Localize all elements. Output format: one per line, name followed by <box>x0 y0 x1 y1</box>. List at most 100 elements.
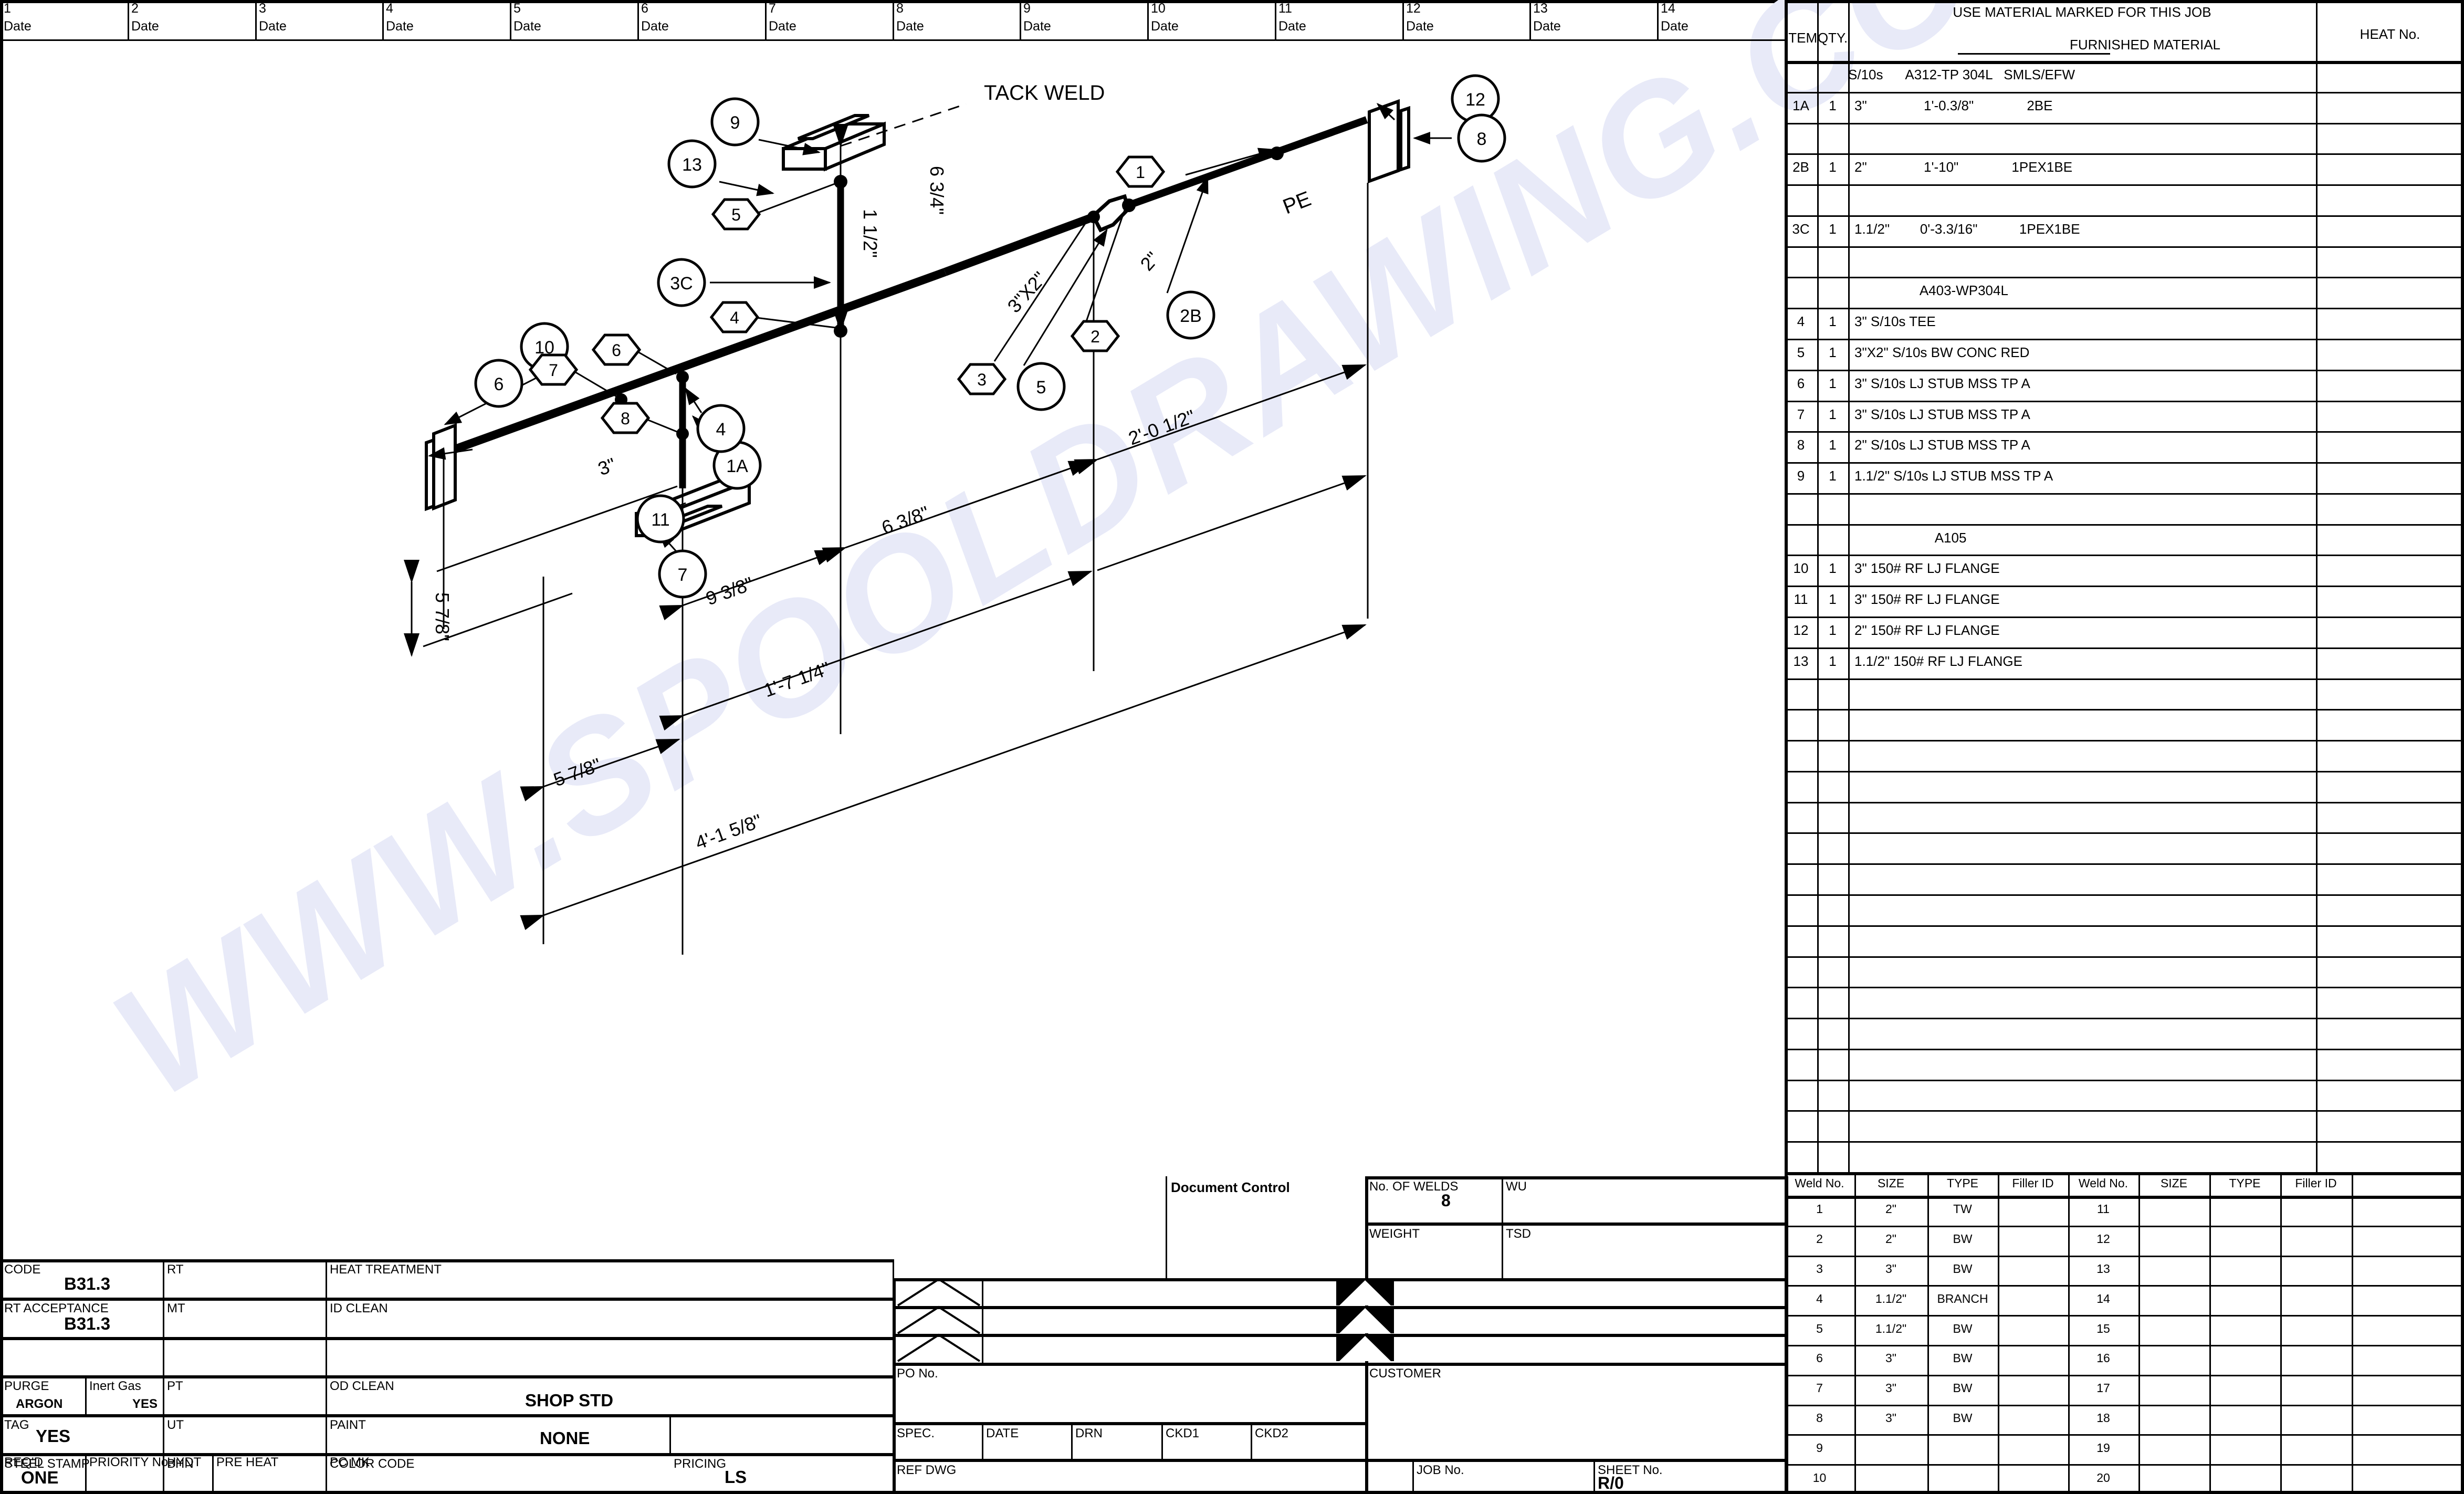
bom-row[interactable] <box>1785 894 2464 925</box>
weld-cell[interactable]: 18 <box>2096 1411 2110 1425</box>
revision-divider <box>1275 0 1276 41</box>
bom-row[interactable] <box>1785 1110 2464 1141</box>
weld-cell[interactable]: 4 <box>1816 1292 1823 1305</box>
weld-cell[interactable]: 2" <box>1885 1232 1896 1246</box>
balloon-6-label: 6 <box>494 374 504 394</box>
revision-date-label: Date <box>4 19 32 34</box>
bom-row[interactable]: A105 <box>1785 524 2464 555</box>
bom-row[interactable] <box>1785 493 2464 524</box>
weld-cell[interactable]: TW <box>1953 1202 1972 1216</box>
weld-cell[interactable]: BW <box>1953 1322 1973 1335</box>
weld-cell[interactable]: 20 <box>2096 1471 2110 1485</box>
weld-cell[interactable]: 1 <box>1816 1202 1823 1216</box>
label-wu: WU <box>1506 1179 1527 1194</box>
revision-date-label: Date <box>386 19 414 34</box>
bom-cell-item: 2B <box>1792 159 1809 175</box>
bom-row[interactable]: S/10s A312-TP 304L SMLS/EFW <box>1785 61 2464 92</box>
bom-row[interactable] <box>1785 987 2464 1018</box>
bom-row[interactable] <box>1785 709 2464 740</box>
weld-cell[interactable]: 19 <box>2096 1441 2110 1455</box>
bill-of-materials-table: ITEM QTY. USE MATERIAL MARKED FOR THIS J… <box>1785 0 2464 1174</box>
weld-cell[interactable]: BW <box>1953 1411 1973 1425</box>
weld-cell[interactable]: 13 <box>2096 1262 2110 1276</box>
weld-cell[interactable]: 2 <box>1816 1232 1823 1246</box>
bom-row[interactable] <box>1785 246 2464 277</box>
bom-cell-description: 3" S/10s LJ STUB MSS TP A <box>1854 406 2030 422</box>
bom-row[interactable] <box>1785 863 2464 894</box>
weld-cell[interactable]: BW <box>1953 1351 1973 1365</box>
weld-cell[interactable]: 1.1/2" <box>1875 1292 1907 1305</box>
weld-cell[interactable]: BW <box>1953 1232 1973 1246</box>
weld-cell[interactable]: 12 <box>2096 1232 2110 1246</box>
tb-vl-1 <box>163 1259 164 1453</box>
weld-cell[interactable]: 2" <box>1885 1202 1896 1216</box>
bom-row[interactable] <box>1785 678 2464 709</box>
bom-row[interactable] <box>1785 956 2464 987</box>
weld-cell[interactable]: 15 <box>2096 1322 2110 1335</box>
bom-row[interactable]: A403-WP304L <box>1785 277 2464 308</box>
balloon-6-shape <box>474 359 523 408</box>
weld-cell[interactable]: 3" <box>1885 1381 1896 1395</box>
weld-cell[interactable]: 3" <box>1885 1351 1896 1365</box>
weld-cell[interactable]: 16 <box>2096 1351 2110 1365</box>
weld-cell[interactable]: BW <box>1953 1262 1973 1276</box>
weld-cell[interactable]: 6 <box>1816 1351 1823 1365</box>
bom-row[interactable] <box>1785 184 2464 215</box>
balloon-3C-shape <box>657 258 706 307</box>
bom-row[interactable] <box>1785 123 2464 154</box>
weld-cell[interactable]: 5 <box>1816 1322 1823 1335</box>
bom-row[interactable] <box>1785 740 2464 771</box>
weld-cell[interactable]: 3" <box>1885 1262 1896 1276</box>
value-od-clean: SHOP STD <box>525 1391 614 1410</box>
weld-cell[interactable]: 14 <box>2096 1292 2110 1305</box>
weld-cell[interactable]: 11 <box>2097 1202 2110 1216</box>
bom-row[interactable] <box>1785 1018 2464 1049</box>
bom-header-heat: HEAT No. <box>2360 26 2420 42</box>
weld-cell[interactable]: BW <box>1953 1381 1973 1395</box>
bom-row[interactable] <box>1785 1049 2464 1080</box>
bom-row[interactable] <box>1785 802 2464 833</box>
weld-cell[interactable]: 3 <box>1816 1262 1823 1276</box>
revision-divider <box>255 0 257 41</box>
bom-row[interactable] <box>1785 1141 2464 1172</box>
weld-cell[interactable]: 9 <box>1816 1441 1823 1455</box>
weld-cell[interactable]: 17 <box>2096 1381 2110 1395</box>
bom-row[interactable] <box>1785 925 2464 956</box>
weld-cell[interactable]: 8 <box>1816 1411 1823 1425</box>
weld-cell[interactable]: BRANCH <box>1937 1292 1988 1305</box>
weld-cell[interactable]: 7 <box>1816 1381 1823 1395</box>
bom-row[interactable] <box>1785 1080 2464 1111</box>
bom-row[interactable] <box>1785 771 2464 802</box>
weld-cell[interactable]: 1.1/2" <box>1875 1322 1907 1335</box>
weld-cell[interactable]: 10 <box>1812 1471 1827 1485</box>
weld-cell[interactable]: 3" <box>1885 1411 1896 1425</box>
bom-row[interactable] <box>1785 832 2464 863</box>
